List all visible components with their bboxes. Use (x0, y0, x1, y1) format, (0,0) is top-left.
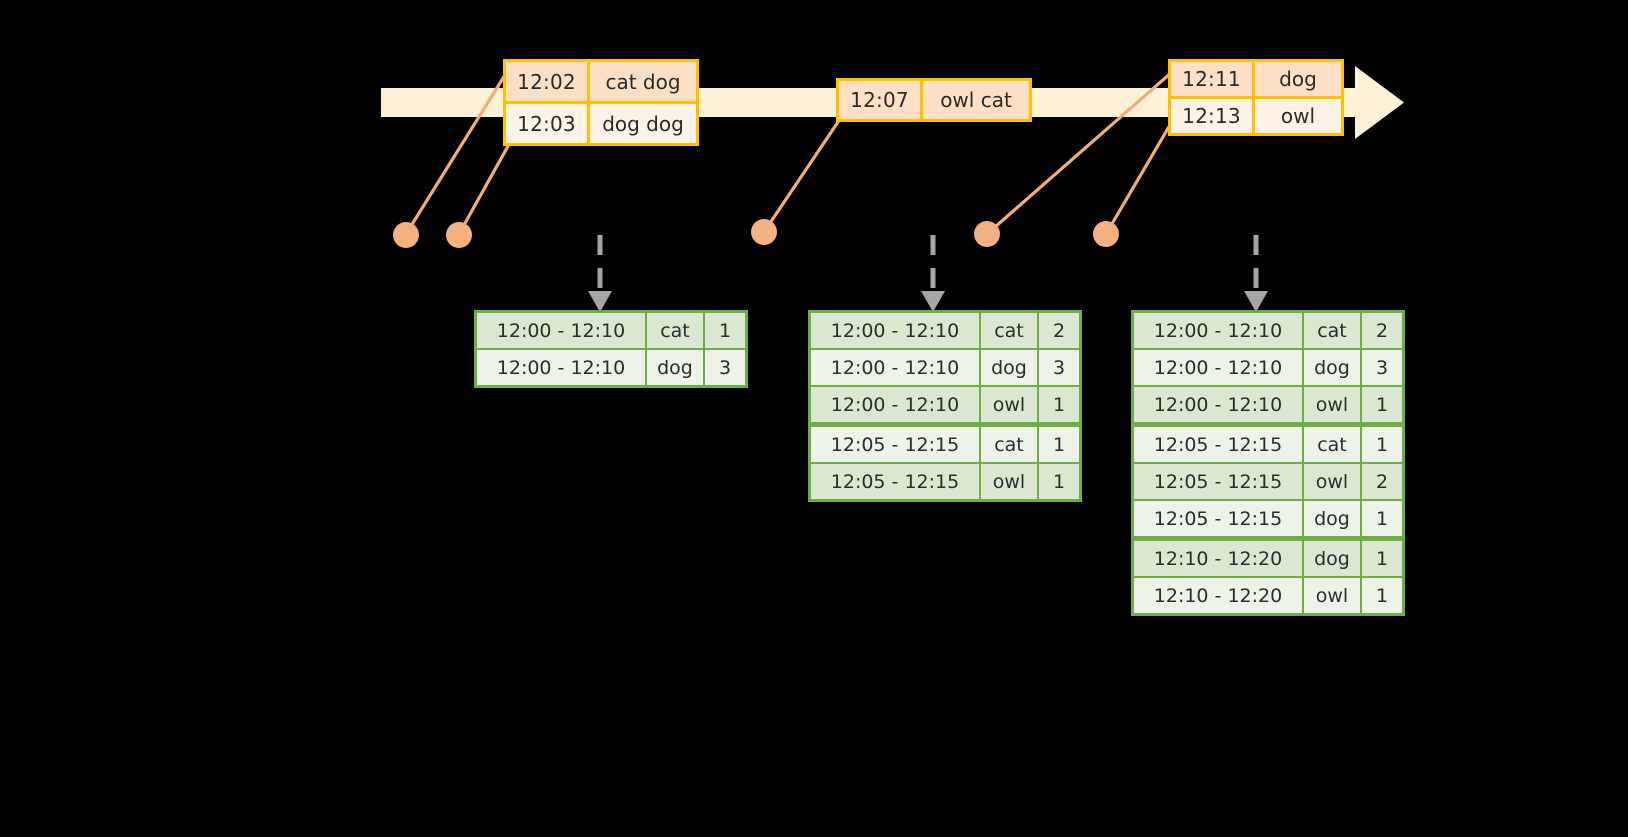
marker-dot-2 (446, 222, 472, 248)
event-time: 12:11 (1171, 62, 1255, 96)
cell-window: 12:05 - 12:15 (811, 464, 979, 499)
cell-count: 1 (1039, 387, 1079, 422)
cell-word: owl (1304, 578, 1360, 613)
timeline-event-row[interactable]: 12:07 owl cat (839, 81, 1029, 119)
cell-window: 12:05 - 12:15 (1134, 464, 1302, 499)
event-words: cat dog (605, 69, 681, 94)
event-time: 12:02 (506, 62, 590, 101)
marker-dot-4 (974, 221, 1000, 247)
cell-window: 12:05 - 12:15 (1134, 427, 1302, 462)
event-words: owl (1280, 104, 1316, 128)
event-time: 12:07 (839, 81, 923, 119)
cell-word: owl (1304, 387, 1360, 422)
cell-window: 12:05 - 12:15 (1134, 501, 1302, 536)
connector-line-1 (404, 73, 507, 236)
cell-count: 2 (1039, 313, 1079, 348)
cell-window: 12:00 - 12:10 (1134, 387, 1302, 422)
cell-window: 12:00 - 12:10 (811, 313, 979, 348)
cell-count: 1 (1362, 501, 1402, 536)
emit-arrow-2 (921, 235, 945, 312)
cell-word: dog (1304, 541, 1360, 576)
cell-word: owl (1304, 464, 1360, 499)
event-words: dog dog (602, 111, 684, 136)
cell-word: cat (1304, 313, 1360, 348)
cell-window: 12:00 - 12:10 (477, 350, 645, 385)
cell-count: 1 (1039, 464, 1079, 499)
cell-window: 12:05 - 12:15 (811, 427, 979, 462)
timeline-event-row[interactable]: 12:11 dog (1171, 62, 1341, 96)
cell-window: 12:10 - 12:20 (1134, 578, 1302, 613)
emit-arrow-1 (588, 235, 612, 312)
cell-count: 1 (1362, 427, 1402, 462)
cell-count: 1 (1362, 541, 1402, 576)
cell-window: 12:00 - 12:10 (1134, 350, 1302, 385)
cell-count: 3 (705, 350, 745, 385)
cell-word: dog (1304, 501, 1360, 536)
timeline-event-row[interactable]: 12:13 owl (1171, 96, 1341, 133)
connector-line-5 (1104, 123, 1172, 236)
cell-window: 12:00 - 12:10 (477, 313, 645, 348)
cell-count: 3 (1039, 350, 1079, 385)
timeline-event-group-2[interactable]: 12:07 owl cat (836, 78, 1032, 122)
emit-arrow-3 (1244, 235, 1268, 312)
cell-word: dog (1304, 350, 1360, 385)
cell-count: 2 (1362, 313, 1402, 348)
cell-count: 1 (1039, 427, 1079, 462)
marker-dot-3 (751, 219, 777, 245)
cell-window: 12:00 - 12:10 (1134, 313, 1302, 348)
timeline-event-row[interactable]: 12:03 dog dog (506, 101, 696, 143)
cell-word: owl (981, 387, 1037, 422)
connector-line-3 (762, 120, 840, 234)
cell-count: 1 (1362, 578, 1402, 613)
event-words: dog (1279, 67, 1317, 91)
cell-count: 2 (1362, 464, 1402, 499)
cell-word: cat (981, 427, 1037, 462)
cell-window: 12:10 - 12:20 (1134, 541, 1302, 576)
marker-dot-1 (393, 222, 419, 248)
cell-count: 1 (705, 313, 745, 348)
emit-arrows (588, 235, 1268, 312)
cell-word: cat (981, 313, 1037, 348)
cell-window: 12:00 - 12:10 (811, 350, 979, 385)
cell-word: cat (1304, 427, 1360, 462)
timeline-event-row[interactable]: 12:02 cat dog (506, 62, 696, 101)
timeline-event-group-1[interactable]: 12:02 cat dog 12:03 dog dog (503, 59, 699, 146)
cell-word: cat (647, 313, 703, 348)
event-time: 12:13 (1171, 99, 1255, 133)
cell-word: dog (981, 350, 1037, 385)
timeline-event-group-3[interactable]: 12:11 dog 12:13 owl (1168, 59, 1344, 136)
event-words: owl cat (940, 88, 1012, 112)
marker-dot-5 (1093, 221, 1119, 247)
cell-count: 3 (1362, 350, 1402, 385)
cell-word: dog (647, 350, 703, 385)
cell-count: 1 (1362, 387, 1402, 422)
marker-dots (393, 219, 1119, 248)
cell-word: owl (981, 464, 1037, 499)
event-time: 12:03 (506, 104, 590, 143)
cell-window: 12:00 - 12:10 (811, 387, 979, 422)
